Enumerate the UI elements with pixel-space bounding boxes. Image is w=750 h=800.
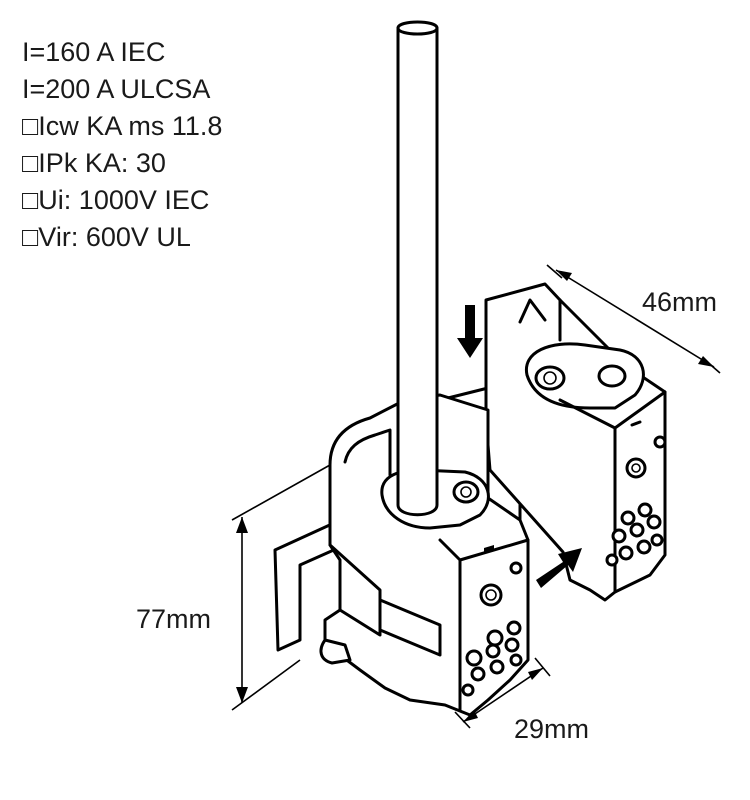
spec-rated-voltage-ul: □Vir: 600V UL bbox=[22, 222, 191, 252]
spec-rated-current-ul: I=200 A ULCSA bbox=[22, 74, 211, 104]
dimension-depth: 29mm bbox=[454, 657, 589, 744]
dimension-width-label: 46mm bbox=[642, 287, 717, 317]
dimension-height: 77mm bbox=[136, 464, 331, 711]
spec-rated-current-iec: I=160 A IEC bbox=[22, 37, 166, 67]
insert-arrow-icon bbox=[536, 548, 582, 588]
dimension-height-label: 77mm bbox=[136, 604, 211, 634]
spec-insulation-voltage: □Ui: 1000V IEC bbox=[22, 185, 210, 215]
down-arrow-icon bbox=[457, 305, 483, 358]
spec-peak-current: □IPk KA: 30 bbox=[22, 148, 166, 178]
dimension-width: 46mm bbox=[546, 264, 721, 374]
dimension-depth-label: 29mm bbox=[514, 714, 589, 744]
spec-list: I=160 A IEC I=200 A ULCSA □Icw KA ms 11.… bbox=[22, 34, 222, 256]
spec-short-time-current: □Icw KA ms 11.8 bbox=[22, 111, 223, 141]
cable bbox=[396, 20, 439, 517]
rear-terminal-block bbox=[438, 282, 667, 602]
